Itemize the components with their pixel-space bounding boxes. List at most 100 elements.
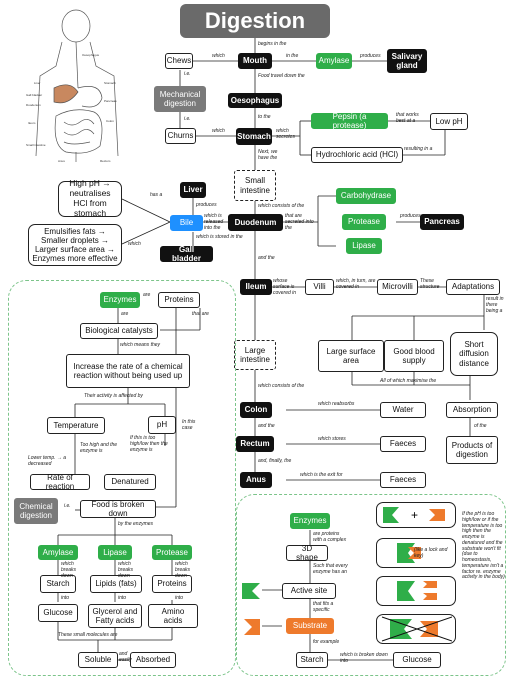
node-3d-shape: 3D shape xyxy=(286,544,328,562)
enzyme-substrate-bound-icon xyxy=(397,543,421,563)
node-large-sa: Large surface area xyxy=(318,340,384,372)
label-which-turn: which, in turn, are covered in xyxy=(336,278,376,290)
label-that-works: that works best at a xyxy=(396,112,419,124)
node-protease-bottom: Protease xyxy=(152,545,192,560)
node-short-diffusion: Short diffusion distance xyxy=(450,332,498,376)
label-that-are: that are xyxy=(192,311,209,317)
label-anus: Anus xyxy=(58,159,65,163)
node-temperature: Temperature xyxy=(47,417,105,434)
label-stores: which stores xyxy=(318,436,346,442)
label-consists: which consists of the xyxy=(258,203,305,209)
label-stored: which is stored in the xyxy=(196,234,243,240)
enzyme-substrate-separate-icon: + xyxy=(383,507,445,523)
node-proteins-left: Proteins xyxy=(158,292,200,308)
label-which-3: which xyxy=(128,241,141,247)
node-products: Products of digestion xyxy=(446,436,498,464)
label-in-the: in the xyxy=(286,53,299,59)
node-carbohydrase: Carbohydrase xyxy=(336,188,396,204)
label-which-1: which xyxy=(212,53,225,59)
node-starch-right: Starch xyxy=(296,652,328,668)
label-ie-1: i.e. xyxy=(184,71,191,77)
label-secreted: that are secreted into the xyxy=(285,213,314,231)
node-pancreas: Pancreas xyxy=(420,214,464,230)
label-and-the-2: and the xyxy=(258,423,275,429)
node-high-ph: High pH → neutralises HCl from stomach xyxy=(58,179,122,218)
node-duodenum: Duodenum xyxy=(228,214,283,231)
node-active-site: Active site xyxy=(282,583,336,599)
label-ileum: Ileum xyxy=(28,121,36,125)
panel-enzyme-action xyxy=(236,494,506,676)
node-amylase-top: Amylase xyxy=(316,53,352,69)
node-amino-acids: Amino acids xyxy=(148,604,198,628)
node-anus: Anus xyxy=(240,472,272,488)
box-enzyme-plus-substrate: + xyxy=(376,502,456,528)
node-emulsify: Emulsifies fats → Smaller droplets → Lar… xyxy=(28,224,122,266)
node-churns: Churns xyxy=(165,128,196,144)
label-next: Next, we have the xyxy=(258,149,278,161)
label-whose-surface: whose surface is covered in xyxy=(273,278,297,296)
label-to-the: to the xyxy=(258,114,271,120)
label-such-that: Such that every enzyme has an xyxy=(313,563,348,575)
label-oesophagus: Oesophagus xyxy=(82,53,100,57)
label-by-enzymes: by the enzymes xyxy=(118,521,154,527)
label-into-2: into xyxy=(118,595,127,601)
node-oesophagus: Oesophagus xyxy=(228,93,282,108)
label-which-2: which xyxy=(212,128,225,134)
node-soluble: Soluble xyxy=(78,652,118,668)
label-of-the: of the xyxy=(474,423,487,429)
label-resulting: resulting in a xyxy=(404,146,433,152)
node-denatured: Denatured xyxy=(104,474,156,490)
label-breaks-2: which breaks down xyxy=(118,561,134,579)
node-proteins-bottom: Proteins xyxy=(152,575,192,593)
label-produces-2: produces xyxy=(196,202,217,208)
label-result-in: result in there being a xyxy=(486,296,504,314)
node-blood: Good blood supply xyxy=(384,340,444,372)
node-lipase-top: Lipase xyxy=(346,238,382,254)
label-released: which is released into the xyxy=(204,213,224,231)
node-ph: pH xyxy=(148,416,176,434)
node-starch-left: Starch xyxy=(40,575,76,593)
label-begins: begins in the xyxy=(258,41,287,47)
node-enzymes-right: Enzymes xyxy=(290,513,330,529)
label-and-finally: and, finally, the xyxy=(258,458,292,464)
label-affected: Their activity is affected by xyxy=(84,393,143,399)
node-ileum: Ileum xyxy=(240,279,272,295)
node-faeces-2: Faeces xyxy=(380,472,426,488)
node-stomach: Stomach xyxy=(236,128,272,145)
node-liver: Liver xyxy=(180,182,206,198)
box-lock-and-key xyxy=(376,538,456,568)
denatured-enzyme-icon xyxy=(381,616,452,642)
node-lipase-bottom: Lipase xyxy=(98,545,132,560)
label-means: which means they xyxy=(120,342,161,348)
label-produces-3: produces xyxy=(400,213,421,219)
label-reabsorbs: which reabsorbs xyxy=(318,401,355,407)
node-rate-of-reaction: Rate of reaction xyxy=(30,473,90,491)
node-absorbed: Absorbed xyxy=(130,652,176,668)
node-bile: Bile xyxy=(170,215,203,231)
label-ie-2: i.e. xyxy=(184,116,191,122)
enzyme-icon xyxy=(242,583,260,599)
node-food-broken: Food is broken down xyxy=(80,500,156,518)
node-glucose-left: Glucose xyxy=(38,604,78,622)
label-these-structures: These structure xyxy=(420,278,440,290)
label-for-example: for example xyxy=(313,639,340,645)
node-salivary: Salivary gland xyxy=(387,49,427,73)
node-hcl: Hydrochloric acid (HCl) xyxy=(311,147,403,163)
label-pancreas: Pancreas xyxy=(104,99,117,103)
node-low-ph: Low pH xyxy=(430,113,468,130)
label-gall: Gall bladder xyxy=(26,93,42,97)
node-amylase-bottom: Amylase xyxy=(38,545,78,560)
node-rectum: Rectum xyxy=(236,436,274,452)
label-lock-key: (like a lock and key) xyxy=(414,547,448,559)
node-colon: Colon xyxy=(240,402,272,418)
label-rectum: Rectum xyxy=(100,159,111,163)
label-in-this-case: In this case xyxy=(182,419,196,431)
label-if-too: If this is too high/low then the enzyme … xyxy=(130,435,168,453)
label-and-the-1: and the xyxy=(258,255,275,261)
label-denature-note: If the pH is too high/low or if the temp… xyxy=(462,511,505,581)
node-large-intestine: Large intestine xyxy=(234,340,276,370)
enzyme-products-icon xyxy=(397,581,437,601)
node-water: Water xyxy=(380,402,426,418)
label-which-secretes: which secretes xyxy=(276,128,295,140)
